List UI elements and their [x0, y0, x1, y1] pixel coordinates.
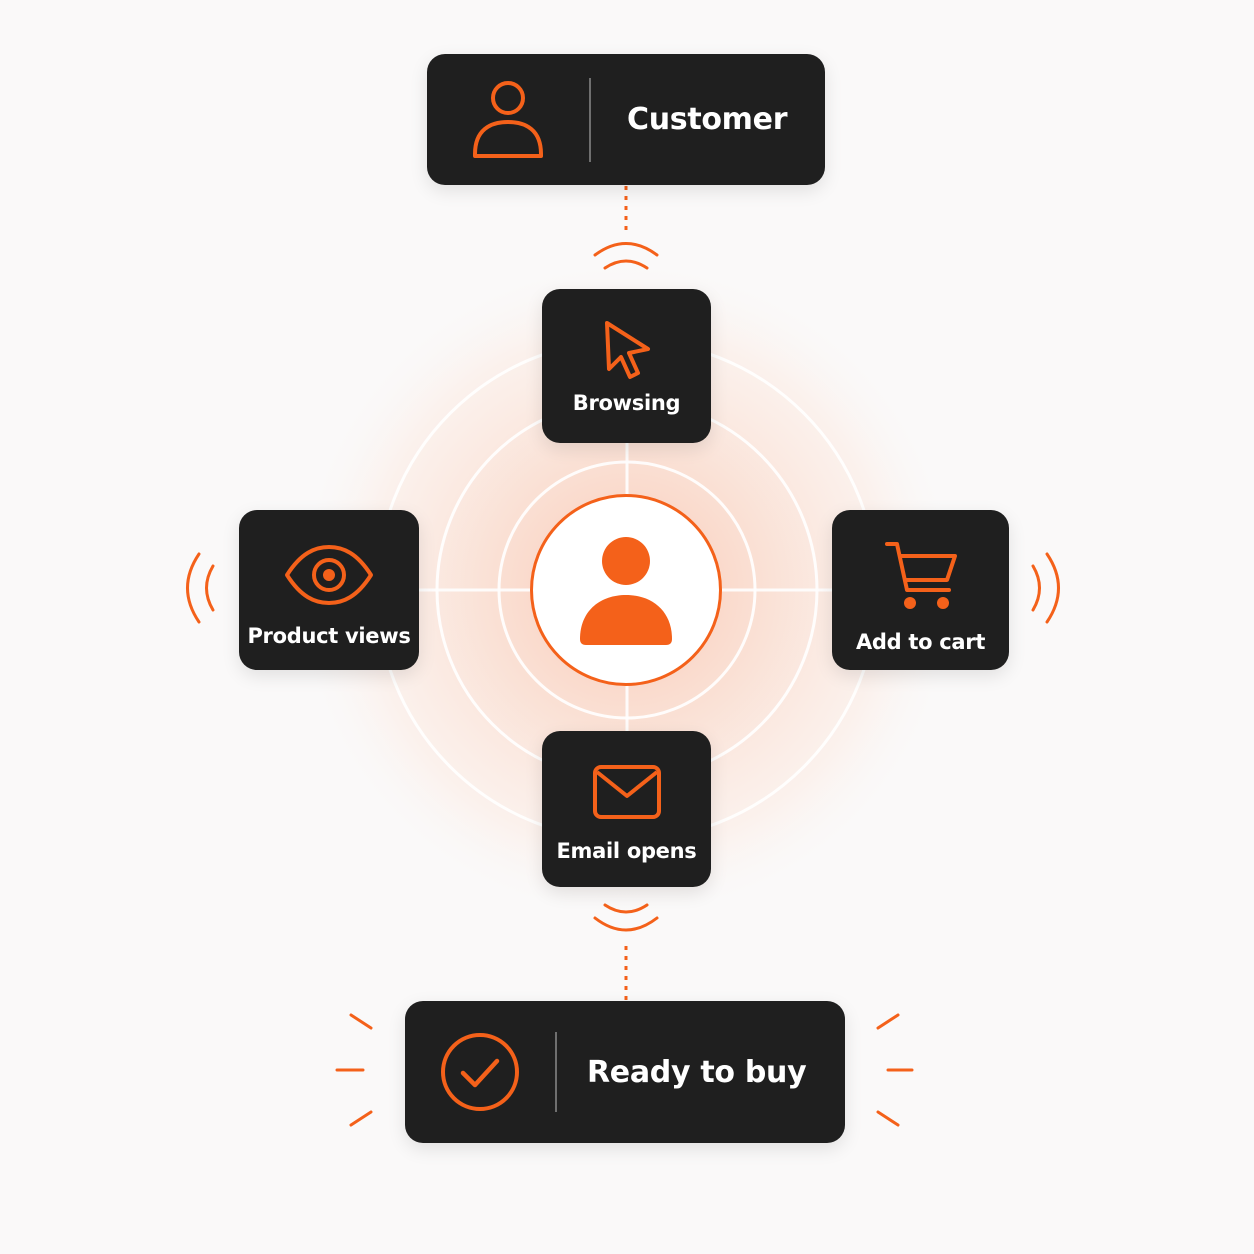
ready-card-divider [555, 1032, 557, 1112]
signal-card-email-opens: Email opens [542, 731, 711, 887]
customer-label: Customer [627, 102, 788, 137]
customer-card: Customer [427, 54, 825, 185]
cursor-arrow-icon [601, 317, 653, 383]
burst-lines-right [876, 1013, 914, 1127]
email-opens-label: Email opens [556, 839, 697, 863]
signal-arcs-right [1031, 552, 1060, 624]
user-filled-icon [578, 535, 674, 645]
burst-lines-left [335, 1013, 373, 1127]
signal-card-product-views: Product views [239, 510, 419, 670]
signal-arcs-bottom [593, 903, 659, 932]
product-views-label: Product views [247, 624, 411, 648]
signal-arcs-left [186, 552, 215, 624]
browsing-label: Browsing [572, 391, 681, 415]
ready-to-buy-label: Ready to buy [587, 1054, 807, 1090]
shopping-cart-icon [883, 538, 959, 614]
signal-card-add-to-cart: Add to cart [832, 510, 1009, 670]
customer-card-divider [589, 77, 591, 162]
signal-arcs-top [593, 242, 659, 270]
add-to-cart-label: Add to cart [855, 630, 986, 654]
check-circle-icon [405, 1001, 555, 1143]
center-customer-badge [530, 494, 722, 686]
signal-card-browsing: Browsing [542, 289, 711, 443]
eye-icon [283, 544, 375, 606]
ready-to-buy-card: Ready to buy [405, 1001, 845, 1143]
envelope-icon [592, 763, 662, 821]
user-outline-icon [427, 54, 589, 185]
